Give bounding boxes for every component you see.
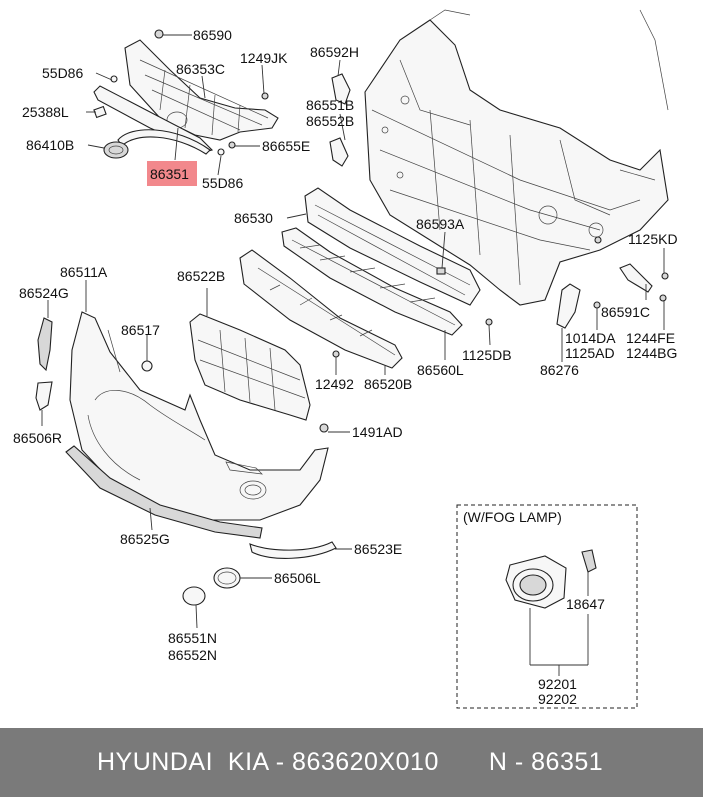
footer-part-number: HYUNDAI KIA - 863620X010 [97,748,439,776]
lower-mesh-86560l [281,227,463,336]
label-86655e: 86655E [262,138,310,154]
label-86353c: 86353C [176,61,225,77]
back-beam-86530 [304,187,481,306]
cover-86506r [35,381,53,411]
footer-bar: HYUNDAI KIA - 863620X010 N - 86351 [0,728,703,797]
label-92202: 92202 [538,691,577,707]
highlight-box-86351 [147,161,197,186]
fog-lamp-frame [456,504,638,709]
part-labels: 86590 55D86 86353C 1249JK 86592H 25388L … [13,27,678,707]
bracket-86591c [619,263,653,293]
emblem-86410b [103,141,129,159]
label-86590: 86590 [193,27,232,43]
label-25388l: 25388L [22,104,69,120]
bolts [319,236,669,433]
label-55d86-upper: 55D86 [42,65,83,81]
label-86593a: 86593A [416,216,465,232]
label-86524g: 86524G [19,285,69,301]
label-1491ad: 1491AD [352,424,403,440]
label-86517: 86517 [121,322,160,338]
cover-86506l [213,567,241,589]
label-fog-lamp-title: (W/FOG LAMP) [463,509,562,525]
label-86551b: 86551B [306,97,354,113]
label-12492: 12492 [315,376,354,392]
bracket-86276 [556,283,581,329]
label-86525g: 86525G [120,531,170,547]
label-86351: 86351 [150,166,189,182]
label-92201: 92201 [538,676,577,692]
small-clips [93,29,269,156]
front-bumper-parts-diagram: 86590 55D86 86353C 1249JK 86592H 25388L … [13,9,678,709]
label-86591c: 86591C [601,304,650,320]
footer-reference: N - 86351 [488,748,604,776]
energy-absorber-86520b [239,249,403,369]
label-86523e: 86523E [354,541,402,557]
label-86551n: 86551N [168,630,217,646]
label-86522b: 86522B [177,268,225,284]
label-86552n: 86552N [168,647,217,663]
cover-86551n [182,586,206,606]
leader-lines [41,34,665,676]
label-1125ad: 1125AD [565,345,615,361]
label-55d86-lower: 55D86 [202,175,243,191]
label-86530: 86530 [234,210,273,226]
label-1244fe: 1244FE [626,330,675,346]
cap-86517 [141,360,153,372]
label-1014da: 1014DA [565,330,616,346]
label-1249jk: 1249JK [240,50,288,66]
lower-lip-86525g [65,445,263,539]
side-garnish-86524g [37,317,53,372]
label-86520b: 86520B [364,376,412,392]
label-86592h: 86592H [310,44,359,60]
label-18647: 18647 [566,596,605,612]
label-86410b: 86410B [26,137,74,153]
fog-lamp-inset [456,504,638,709]
label-1125kd: 1125KD [628,231,678,247]
label-86560l: 86560L [417,362,464,378]
emblem-ring [117,129,211,155]
bracket-86592h [329,73,351,167]
label-86276: 86276 [540,362,579,378]
bulb-18647 [581,549,597,573]
lower-grille-86522b [189,313,311,421]
label-86506r: 86506R [13,430,62,446]
label-86506l: 86506L [274,570,321,586]
label-86552b: 86552B [306,113,354,129]
label-86511a: 86511A [60,264,108,280]
body-frame [364,9,669,306]
label-1244bg: 1244BG [626,345,677,361]
strip-86523e [249,541,337,559]
label-1125db: 1125DB [462,347,512,363]
